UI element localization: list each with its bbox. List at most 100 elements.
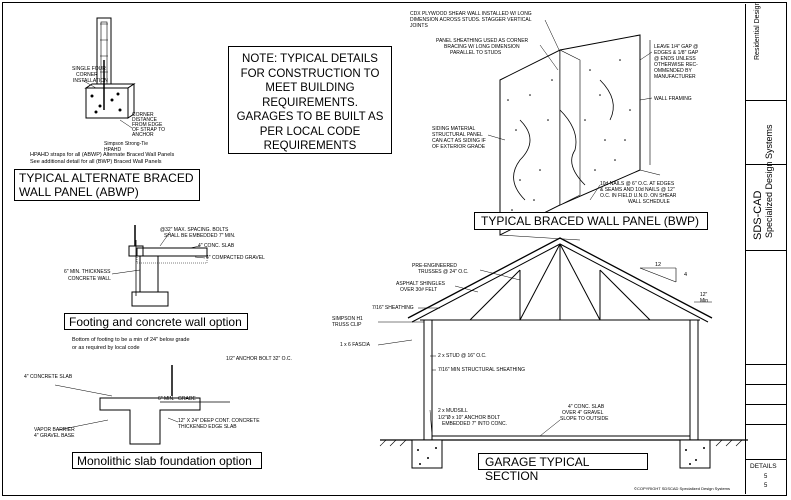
note-line: GARAGES TO BE BUILT AS	[236, 111, 384, 123]
garage-label-conc: 4" CONC. SLAB	[568, 404, 605, 410]
footing-note: or as required by local code	[72, 345, 140, 351]
bwp-label-gap: EDGES & 1/8" GAP	[654, 50, 699, 56]
bwp-label-nails: & SEAMS AND 10d NAILS @ 12"	[600, 187, 675, 193]
bwp-label-siding: STRUCTURAL PANEL	[432, 132, 483, 138]
bwp-label-nails: O.C. IN FIELD U.N.O. ON SHEAR	[600, 193, 677, 199]
note-line: FOR CONSTRUCTION TO	[240, 67, 380, 80]
bwp-label-gap: MANUFACTURER	[654, 74, 696, 80]
garage-label-bolt: 1/2"Ø x 10" ANCHOR BOLT	[438, 415, 501, 421]
garage-overhang-min: Min	[700, 298, 709, 304]
footing-label-bolts: @32" MAX. SPACING. BOLTS	[160, 227, 229, 233]
note-line: NOTE: TYPICAL DETAILS	[242, 53, 378, 65]
mono-label-vapor: VAPOR BARRIER	[34, 427, 75, 433]
bwp-label-nails: 10d NAILS @ 6" O.C. AT EDGES	[600, 181, 675, 187]
bwp-label-panel: PANEL SHEATHING USED AS CORNER	[436, 38, 529, 44]
mono-label-slab: 4" CONCRETE SLAB	[24, 374, 73, 380]
footing-label-wall: CONCRETE WALL	[68, 276, 111, 282]
bwp-label-gap: @ ENDS UNLESS	[654, 56, 696, 62]
mono-label-deep: THICKENED EDGE SLAB	[178, 424, 237, 430]
bwp-label-siding: CAN ACT AS SIDING IF	[432, 138, 486, 144]
bwp-label-gap: OMMENDED BY	[654, 68, 692, 74]
garage-section	[377, 237, 748, 469]
bwp-label-framing: WALL FRAMING	[654, 96, 692, 102]
garage-label-truss: TRUSSES @ 24" O.C.	[418, 269, 469, 275]
abwp-caption-1: HPAHD straps for all (ABWP) Alternate Br…	[30, 152, 175, 158]
bwp-title: TYPICAL BRACED WALL PANEL (BWP)	[474, 212, 708, 230]
footing-label-wall: 6" MIN. THICKNESS	[64, 269, 111, 275]
abwp-label-corner2: CORNER	[132, 112, 154, 118]
garage-pitch-run: 12	[655, 262, 662, 268]
garage-pitch-rise: 4	[684, 272, 688, 278]
bwp-label-gap: LEAVE 1/4" GAP @	[654, 44, 699, 50]
footing-title: Footing and concrete wall option	[64, 313, 248, 330]
garage-label-structural: 7/16" MIN STRUCTURAL SHEATHING	[438, 367, 526, 373]
abwp-label-hpahd: HPAHD	[104, 147, 122, 153]
titleblock-of: 5	[764, 483, 768, 489]
mono-title: Monolithic slab foundation option	[72, 452, 262, 469]
titleblock-divider	[746, 100, 787, 101]
garage-label-stud: 2 x STUD @ 16" O.C.	[438, 353, 487, 359]
abwp-title-line: TYPICAL ALTERNATE BRACED	[19, 171, 194, 185]
bwp-detail	[487, 19, 661, 241]
garage-label-clip: TRUSS CLIP	[332, 322, 362, 328]
bwp-label-panel: BRACING W/ LONG DIMENSION	[444, 44, 520, 50]
monolithic-detail	[54, 365, 230, 445]
abwp-label-anchor: ANCHOR	[132, 132, 154, 138]
note-line: PER LOCAL CODE	[259, 125, 361, 138]
titleblock-company-full: Specialized Design Systems	[764, 124, 774, 238]
note-line: MEET BUILDING	[265, 82, 355, 94]
abwp-label-fromedge: FROM EDGE	[132, 122, 163, 128]
titleblock-residential: Residential Design	[754, 1, 761, 60]
bwp-label-siding: SIDING MATERIAL	[432, 126, 476, 132]
abwp-title-line: WALL PANEL (ABWP)	[19, 185, 139, 199]
abwp-label-distance: DISTANCE	[132, 117, 157, 123]
garage-label-shingle: OVER 30# FELT	[400, 287, 438, 293]
abwp-title: TYPICAL ALTERNATE BRACED WALL PANEL (ABW…	[14, 169, 200, 201]
titleblock-divider	[746, 459, 787, 460]
garage-label-bolt: EMBEDDED 7" INTO CONC.	[442, 421, 508, 427]
titleblock-details: DETAILS	[750, 463, 777, 470]
garage-label-truss: PRE-ENGINEERED	[412, 263, 458, 269]
mono-label-deep: 12" X 24" DEEP CONT. CONCRETE	[178, 418, 260, 424]
titleblock-divider	[746, 164, 787, 165]
bwp-label-panel: PARALLEL TO STUDS	[450, 50, 502, 56]
abwp-label-simpson: Simpson Strong-Tie	[104, 141, 148, 147]
mono-label-grade: GRADE	[178, 396, 196, 402]
garage-label-fascia: 1 x 6 FASCIA	[340, 342, 371, 348]
abwp-caption-2: See additional detail for all (BWP) Brac…	[30, 159, 162, 165]
note-line: REQUIREMENTS	[263, 140, 357, 152]
footing-note: Bottom of footing to be a min of 24" bel…	[72, 337, 190, 343]
abwp-label-install: INSTALLATION	[73, 78, 108, 84]
bwp-label-cdx: CDX PLYWOOD SHEAR WALL INSTALLED W/ LONG	[410, 11, 532, 17]
title-block: Residential Design SDS-CAD Specialized D…	[745, 1, 787, 494]
mono-label-anchor: 1/2" ANCHOR BOLT 32" O.C.	[226, 356, 292, 362]
footing-label-bolts: SHALL BE EMBEDDED 7" MIN.	[164, 233, 236, 239]
garage-label-shingle: ASPHALT SHINGLES	[396, 281, 445, 287]
footing-label-slab: 4" CONC. SLAB	[198, 243, 235, 249]
abwp-label-corner: CORNER	[76, 72, 98, 78]
abwp-label-single: SINGLE FOUR	[72, 66, 106, 72]
titleblock-divider	[746, 250, 787, 251]
bwp-label-gap: OTHERWISE REC-	[654, 62, 698, 68]
footing-label-gravel: 4" COMPACTED GRAVEL	[206, 255, 265, 261]
titleblock-divider	[746, 364, 787, 365]
garage-label-clip: SIMPSON H1	[332, 316, 363, 322]
mono-label-vapor: 4" GRAVEL BASE	[34, 433, 75, 439]
note-line: REQUIREMENTS.	[262, 96, 358, 109]
titleblock-company: SDS-CAD	[752, 190, 764, 240]
mono-label-min: 6" MIN.	[158, 396, 175, 402]
titleblock-divider	[746, 404, 787, 405]
titleblock-divider	[746, 384, 787, 385]
bwp-label-nails: WALL SCHEDULE	[628, 199, 670, 205]
garage-title: GARAGE TYPICAL SECTION	[478, 453, 648, 483]
general-note: NOTE: TYPICAL DETAILS FOR CONSTRUCTION T…	[228, 46, 392, 154]
titleblock-divider	[746, 424, 787, 425]
garage-label-sheathing: 7/16" SHEATHING	[372, 305, 414, 311]
abwp-detail	[81, 17, 136, 129]
titleblock-sheet: 5	[764, 474, 768, 480]
garage-label-conc: SLOPE TO OUTSIDE	[560, 416, 609, 422]
garage-label-conc: OVER 4" GRAVEL	[562, 410, 604, 416]
bwp-label-siding: OF EXTERIOR GRADE	[432, 144, 486, 150]
abwp-label-ofstrap: OF STRAP TO	[132, 127, 166, 133]
